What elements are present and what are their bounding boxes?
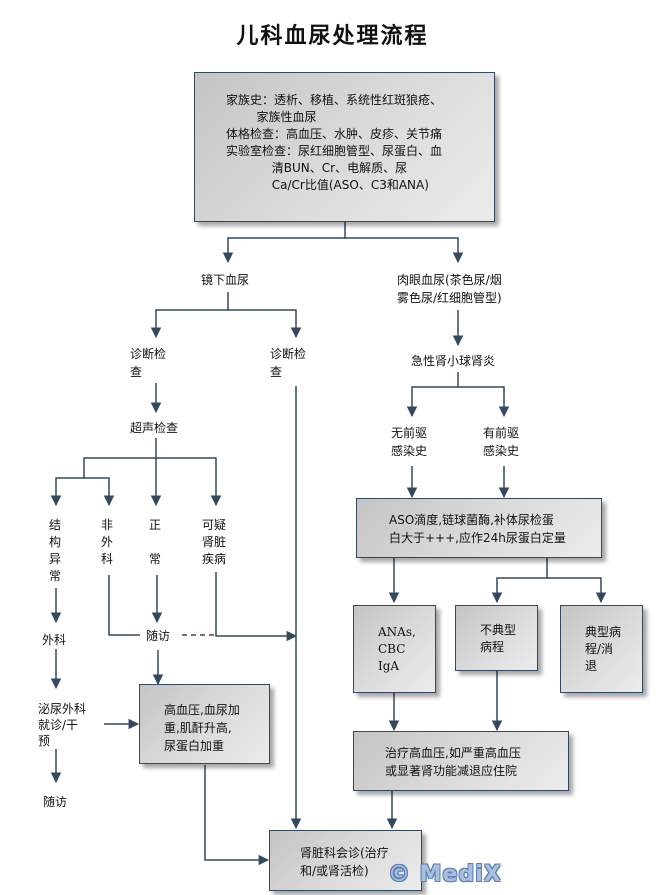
edge-to-suspect (156, 457, 222, 507)
edge-agn-infection (458, 386, 510, 418)
edge-to-nonsurgical (84, 477, 115, 507)
diag-left-label: 诊断检 查 (130, 345, 167, 381)
anas-box: ANAs, CBC IgA (353, 605, 436, 693)
edge-aso-split (491, 558, 548, 604)
edge-history-split (222, 222, 346, 264)
edge-history-gross (345, 237, 464, 264)
typical-box: 典型病 程/消 退 (560, 605, 643, 693)
ultrasound-label: 超声检查 (130, 419, 179, 437)
typical-text: 典型病 程/消 退 (585, 625, 622, 673)
diag-right-label: 诊断检 查 (270, 345, 307, 381)
worsening-box: 高血压,血尿加 重,肌酐升高, 尿蛋白加重 (139, 684, 270, 764)
edge-aso-typical (547, 577, 607, 604)
edge-ultrasound-split (50, 438, 157, 507)
nonsurgical-label: 非 外 科 (101, 517, 114, 568)
history-text: 家族史：透析、移植、系统性红斑狼疮、 家族性血尿 体格检查：高血压、水肿、皮疹、… (226, 93, 443, 192)
history-box: 家族史：透析、移植、系统性红斑狼疮、 家族性血尿 体格检查：高血压、水肿、皮疹、… (194, 72, 495, 222)
agn-label: 急性肾小球肾炎 (411, 352, 496, 370)
suspect-renal-label: 可疑 肾脏 疾病 (202, 517, 227, 568)
treat-htn-text: 治疗高血压,如严重高血压 或显著肾功能减退应住院 (385, 746, 521, 778)
edge-agn-split (406, 372, 459, 418)
edge-micro-diag-right (228, 309, 302, 339)
nephrology-text: 肾脏科会诊(治疗 和/或肾活检) (300, 846, 389, 878)
atypical-box: 不典型 病程 (455, 605, 538, 671)
aso-text: ASO滴度,链球菌酶,补体尿检蛋 白大于+++,应作24h尿蛋白定量 (389, 513, 566, 545)
aso-box: ASO滴度,链球菌酶,补体尿检蛋 白大于+++,应作24h尿蛋白定量 (356, 498, 602, 558)
urology-label: 泌尿外科 就诊/干 预 (38, 701, 87, 749)
nephrology-box: 肾脏科会诊(治疗 和/或肾活检) (269, 830, 422, 891)
no-infection-label: 无前驱 感染史 (391, 424, 428, 460)
surgery-label: 外科 (42, 631, 67, 649)
atypical-text: 不典型 病程 (480, 623, 517, 654)
watermark: © MediX (388, 862, 502, 887)
followup-mid-label: 随访 (146, 627, 171, 645)
edge-worsening-nephrology (204, 765, 270, 866)
worsening-text: 高血压,血尿加 重,肌酐升高, 尿蛋白加重 (164, 703, 240, 753)
normal-label: 正 常 (149, 517, 162, 568)
page-title: 儿科血尿处理流程 (236, 24, 429, 49)
anas-text: ANAs, CBC IgA (378, 625, 416, 673)
edge-suspect-diag-right (215, 572, 298, 642)
treat-htn-box: 治疗高血压,如严重高血压 或显著肾功能减退应住院 (353, 731, 569, 791)
structural-label: 结 构 异 常 (49, 517, 62, 585)
gross-label: 肉眼血尿(茶色尿/烟 雾色尿/红细胞管型) (397, 271, 502, 307)
edge-micro-diag-left (150, 292, 229, 339)
microscopic-label: 镜下血尿 (201, 271, 250, 289)
followup-left-label: 随访 (43, 793, 68, 811)
infection-label: 有前驱 感染史 (483, 424, 520, 460)
edge-nonsurgical-followup (108, 575, 140, 636)
